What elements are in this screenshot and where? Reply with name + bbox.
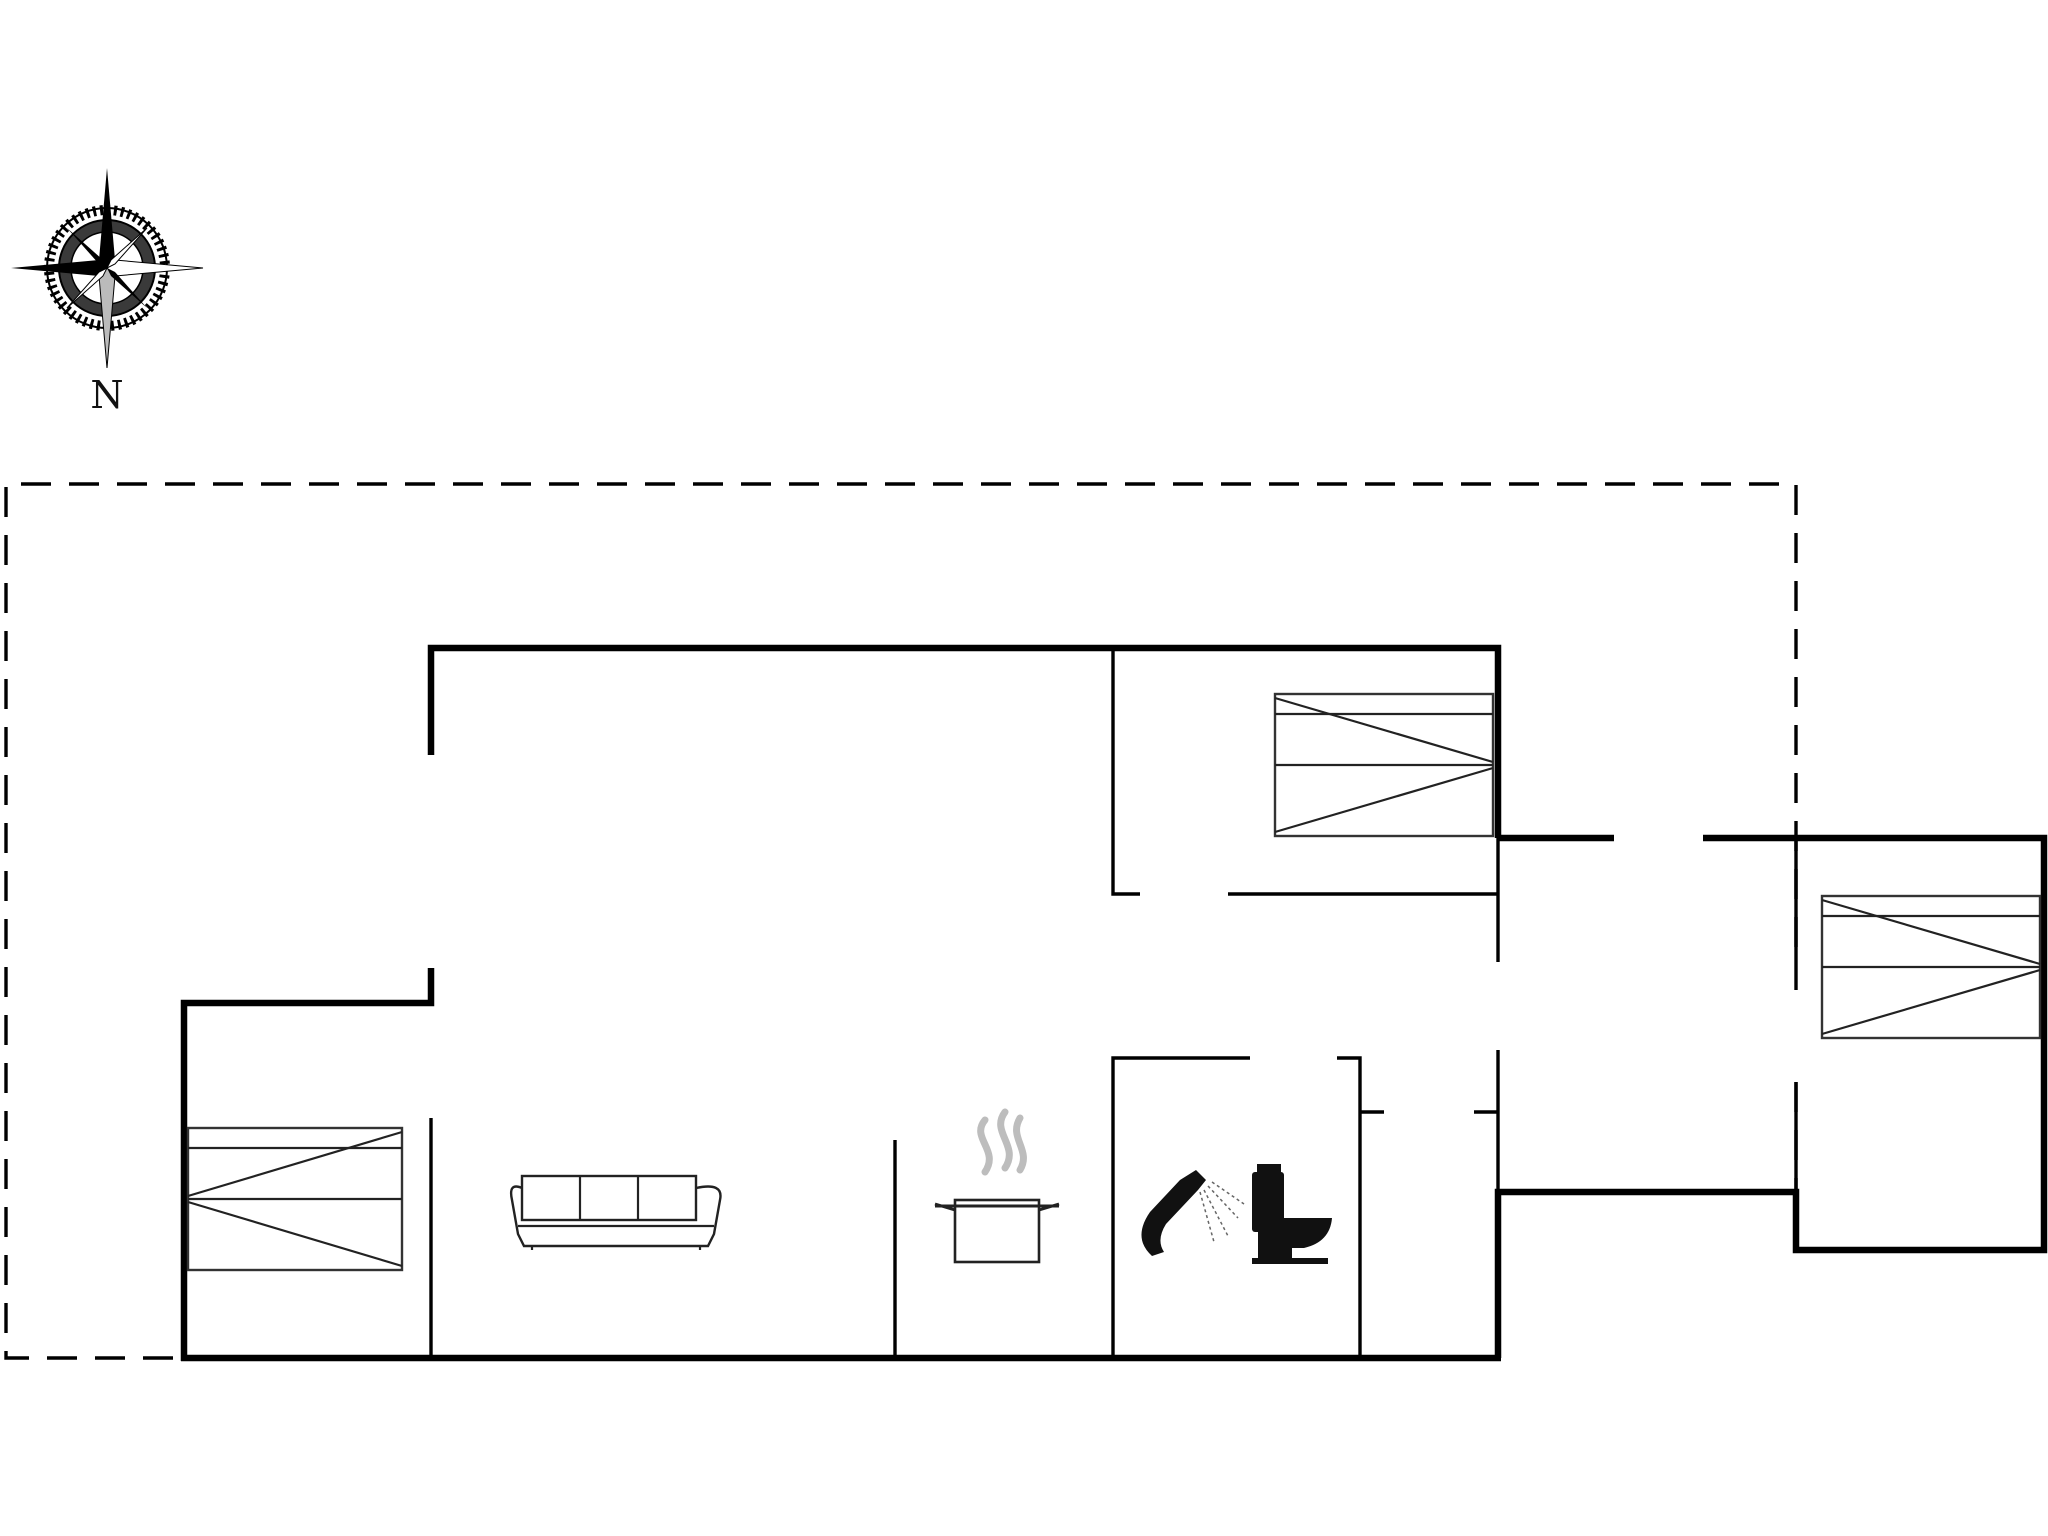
bed-icon — [186, 1126, 404, 1272]
shower-icon — [1141, 1170, 1245, 1256]
bed-icon — [1273, 692, 1495, 838]
bed-icon — [1820, 894, 2042, 1040]
compass-rose-icon — [11, 168, 204, 369]
cooking-pot-icon — [934, 1108, 1060, 1264]
terrace-outline — [4, 482, 1798, 1360]
interior-wall-bathroom — [1111, 1056, 1250, 1358]
interior-wall-bathroom-east — [1337, 1056, 1362, 1358]
compass-north-label: N — [90, 373, 123, 417]
toilet-icon — [1252, 1164, 1332, 1264]
exterior-wall-north — [427, 644, 1502, 838]
sofa-icon — [509, 1174, 722, 1250]
interior-wall-bedroom-north — [1111, 648, 1140, 896]
exterior-wall-west-wing — [180, 968, 435, 1361]
